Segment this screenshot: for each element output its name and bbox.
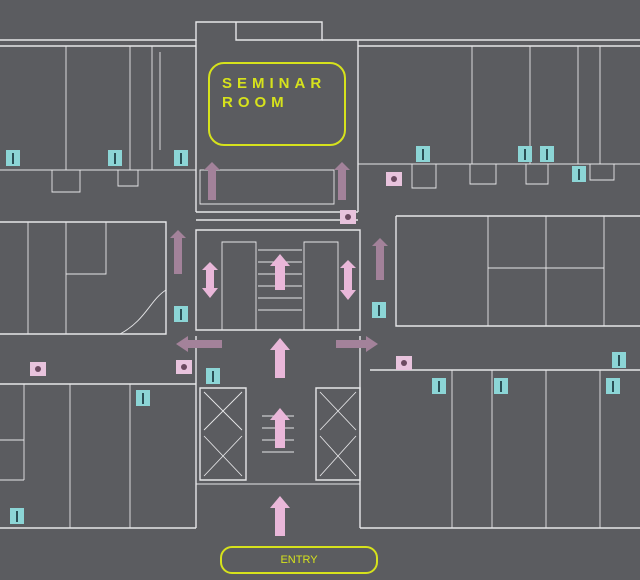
fire-extinguisher-icon: [108, 150, 122, 166]
seminar-room-label: SEMINAR ROOM: [208, 62, 346, 146]
arrow-right: [336, 336, 378, 352]
fire-extinguisher-icon: [174, 150, 188, 166]
fire-extinguisher-icon: [6, 150, 20, 166]
fire-extinguisher-icon: [10, 508, 24, 524]
arrow-up: [270, 338, 290, 378]
restroom-icon: [386, 172, 402, 186]
arrow-up: [270, 408, 290, 448]
arrow-up: [170, 230, 186, 274]
fire-extinguisher-icon: [432, 378, 446, 394]
fire-extinguisher-icon: [174, 306, 188, 322]
arrow-up-down: [202, 262, 218, 298]
restroom-icon: [396, 356, 412, 370]
arrow-left: [176, 336, 222, 352]
arrow-up-down: [340, 260, 356, 300]
fire-extinguisher-icon: [372, 302, 386, 318]
arrow-up: [204, 162, 220, 200]
restroom-icon: [176, 360, 192, 374]
arrow-up: [372, 238, 388, 280]
seminar-room-label-line1: SEMINAR: [222, 75, 327, 92]
fire-extinguisher-icon: [572, 166, 586, 182]
arrow-up: [334, 162, 350, 200]
fire-extinguisher-icon: [494, 378, 508, 394]
building-walls: [0, 21, 640, 529]
fire-extinguisher-icon: [606, 378, 620, 394]
fire-extinguisher-icons: [6, 146, 626, 524]
restroom-icon: [30, 362, 46, 376]
fire-extinguisher-icon: [540, 146, 554, 162]
restroom-icons: [30, 172, 412, 376]
fire-extinguisher-icon: [136, 390, 150, 406]
exit-arrows: [170, 162, 388, 536]
fire-extinguisher-icon: [416, 146, 430, 162]
fire-extinguisher-icon: [518, 146, 532, 162]
fire-extinguisher-icon: [206, 368, 220, 384]
restroom-icon: [340, 210, 356, 224]
arrow-up: [270, 254, 290, 290]
seminar-room-label-line2: ROOM: [222, 94, 289, 111]
entry-label: ENTRY: [220, 546, 378, 574]
fire-extinguisher-icon: [612, 352, 626, 368]
arrow-up: [270, 496, 290, 536]
